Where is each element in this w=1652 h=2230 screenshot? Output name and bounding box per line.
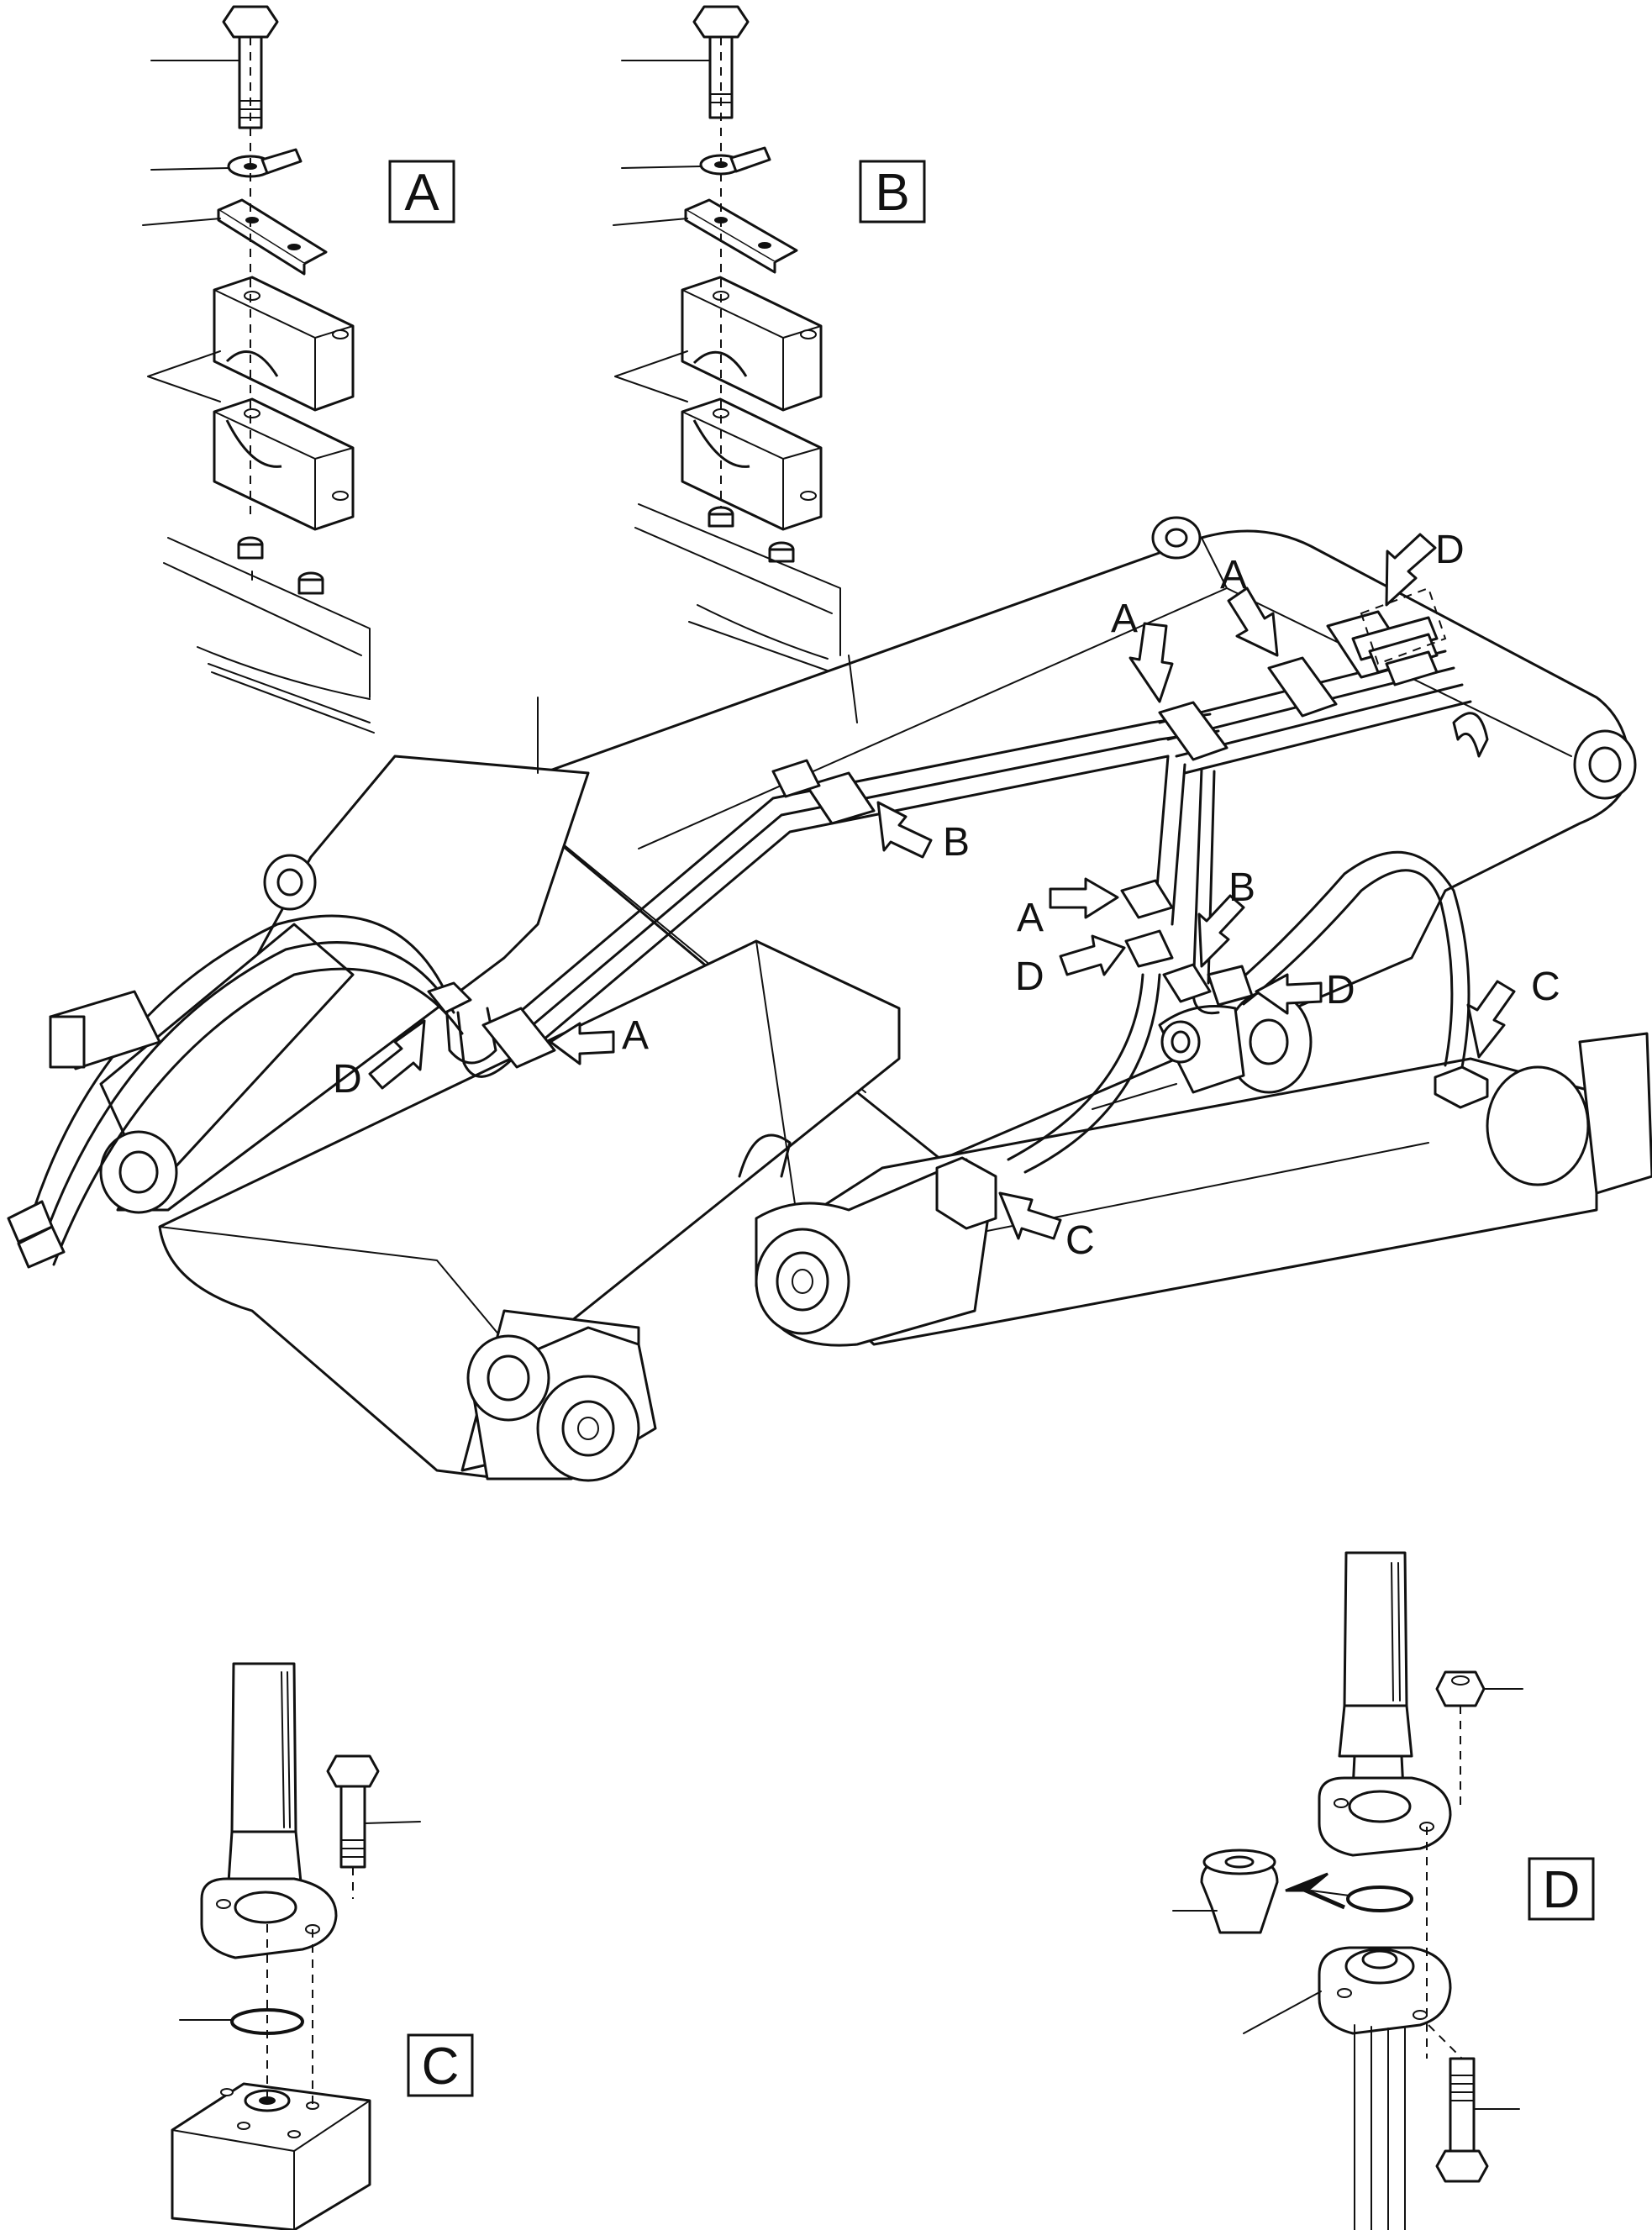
detail-d-flange-exploded [1172, 1551, 1523, 2230]
detail-a-clamp-exploded [142, 5, 375, 734]
callout-b-right: B [1228, 865, 1255, 910]
callout-arrows [368, 533, 1516, 1240]
detail-box-b: B [859, 160, 926, 224]
callout-labels: A D B A A D A D B D C C [333, 528, 1560, 1263]
svg-text:A: A [404, 164, 439, 222]
callout-d-right-hose: D [1326, 968, 1355, 1012]
hydraulic-tubes [7, 586, 1472, 1269]
callout-a-center-upper: A [1111, 597, 1138, 641]
callout-d-left: D [333, 1057, 362, 1102]
svg-text:D: D [1543, 1861, 1581, 1919]
callout-a-right-stack: A [1017, 896, 1044, 940]
detail-box-d: D [1528, 1857, 1595, 1921]
callout-d-right-stack: D [1015, 955, 1044, 999]
callout-c-bottom: C [1065, 1218, 1095, 1263]
detail-c-flange-exploded [171, 1662, 421, 2230]
callout-b-center: B [943, 820, 970, 865]
svg-text:B: B [875, 164, 909, 222]
callout-a-left: A [622, 1013, 649, 1058]
boom-assembly [99, 516, 1652, 1482]
callout-d-top-right: D [1435, 528, 1465, 572]
detail-box-a: A [388, 160, 455, 224]
callout-c-right: C [1531, 965, 1560, 1009]
svg-text:C: C [422, 2038, 460, 2096]
callout-a-center-top: A [1220, 553, 1247, 597]
detail-b-clamp-exploded [613, 5, 841, 673]
detail-box-c: C [407, 2033, 474, 2097]
